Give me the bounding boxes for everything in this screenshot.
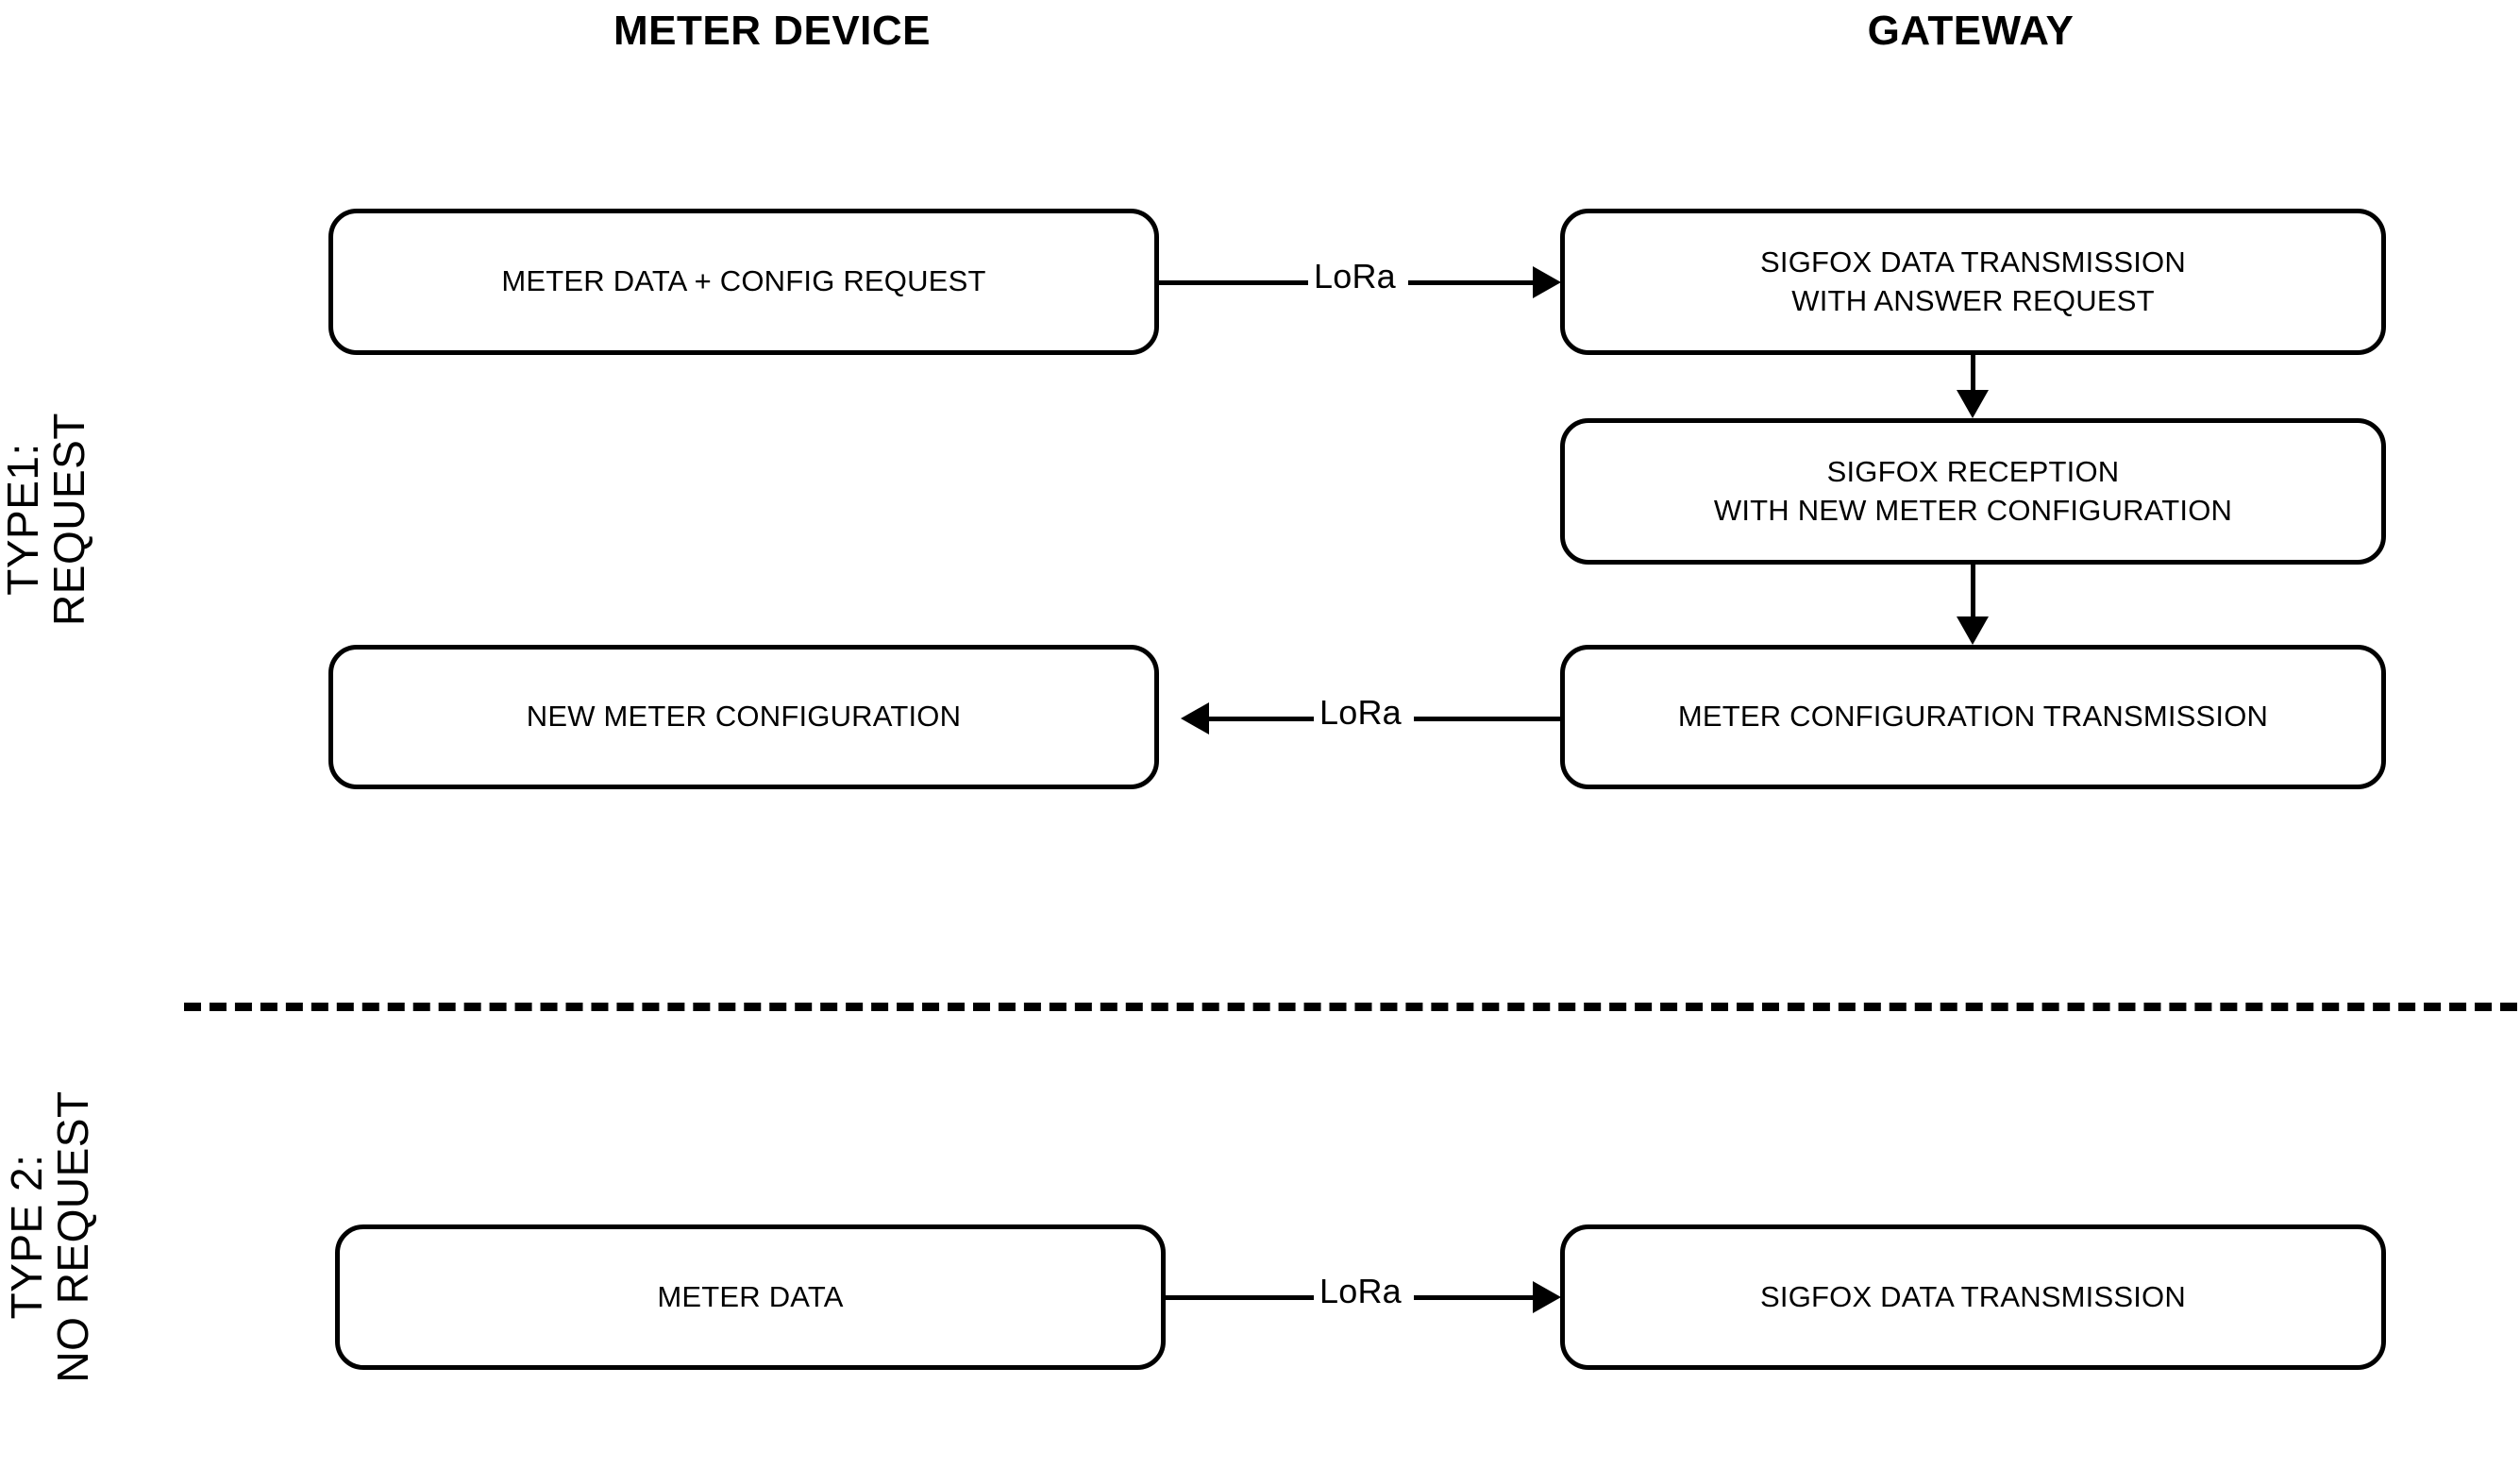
- section-label-type2-line1: TYPE 2:: [2, 1154, 51, 1320]
- box-meter-data-label: METER DATA: [657, 1279, 844, 1313]
- box-new-meter-configuration[interactable]: NEW METER CONFIGURATION: [328, 645, 1159, 789]
- section-label-type2-line2: NO REQUEST: [47, 1090, 97, 1383]
- connector-line-lora-2-right: [1414, 717, 1562, 721]
- section-label-type2: TYPE 2: NO REQUEST: [2, 1038, 97, 1435]
- connector-line-gateway-2-to-3: [1971, 565, 1975, 619]
- box-sigfox-data-transmission-with-answer-request[interactable]: SIGFOX DATA TRANSMISSION WITH ANSWER REQ…: [1560, 209, 2386, 355]
- box-meter-data[interactable]: METER DATA: [335, 1224, 1166, 1370]
- box-meter-configuration-transmission[interactable]: METER CONFIGURATION TRANSMISSION: [1560, 645, 2386, 789]
- link-label-lora-2: LoRa: [1314, 693, 1407, 733]
- connector-line-lora-3-right: [1414, 1295, 1535, 1300]
- box-meter-data-config-request-label: METER DATA + CONFIG REQUEST: [501, 264, 986, 298]
- box-meter-data-config-request[interactable]: METER DATA + CONFIG REQUEST: [328, 209, 1159, 355]
- arrow-left-icon-lora-2: [1181, 702, 1209, 734]
- box-sigfox-data-transmission[interactable]: SIGFOX DATA TRANSMISSION: [1560, 1224, 2386, 1370]
- connector-line-lora-3-left: [1166, 1295, 1331, 1300]
- section-label-type1: TYPE1: REQUEST: [0, 321, 93, 718]
- connector-line-lora-1-left: [1159, 280, 1357, 285]
- column-header-meter-device: METER DEVICE: [613, 8, 932, 54]
- box-sigfox-data-transmission-label: SIGFOX DATA TRANSMISSION: [1760, 1279, 2186, 1313]
- box-sigfox-data-transmission-with-answer-request-label: SIGFOX DATA TRANSMISSION WITH ANSWER REQ…: [1565, 244, 2381, 321]
- box-sigfox-tx-answer-line1: SIGFOX DATA TRANSMISSION: [1760, 245, 2186, 279]
- arrow-down-icon-gateway-1-to-2: [1957, 390, 1989, 418]
- box-sigfox-reception-line1: SIGFOX RECEPTION: [1826, 454, 2120, 488]
- connector-line-lora-1-right: [1408, 280, 1536, 285]
- connector-line-lora-2-left: [1209, 717, 1322, 721]
- arrow-down-icon-gateway-2-to-3: [1957, 616, 1989, 645]
- arrow-right-icon-lora-3: [1533, 1281, 1561, 1313]
- column-header-gateway: GATEWAY: [1867, 8, 2075, 54]
- box-sigfox-reception-with-new-meter-configuration[interactable]: SIGFOX RECEPTION WITH NEW METER CONFIGUR…: [1560, 418, 2386, 565]
- section-label-type1-line1: TYPE1:: [0, 443, 47, 596]
- connector-line-gateway-1-to-2: [1971, 355, 1975, 393]
- box-new-meter-configuration-label: NEW METER CONFIGURATION: [526, 700, 962, 734]
- section-divider-dashed-line: [184, 1003, 2517, 1011]
- box-sigfox-reception-label: SIGFOX RECEPTION WITH NEW METER CONFIGUR…: [1565, 453, 2381, 531]
- arrow-right-icon-lora-1: [1533, 266, 1561, 298]
- box-sigfox-tx-answer-line2: WITH ANSWER REQUEST: [1791, 283, 2155, 317]
- link-label-lora-1: LoRa: [1308, 257, 1402, 296]
- box-sigfox-reception-line2: WITH NEW METER CONFIGURATION: [1713, 493, 2233, 527]
- section-label-type1-line2: REQUEST: [43, 413, 93, 626]
- box-meter-configuration-transmission-label: METER CONFIGURATION TRANSMISSION: [1677, 700, 2269, 734]
- link-label-lora-3: LoRa: [1314, 1272, 1407, 1311]
